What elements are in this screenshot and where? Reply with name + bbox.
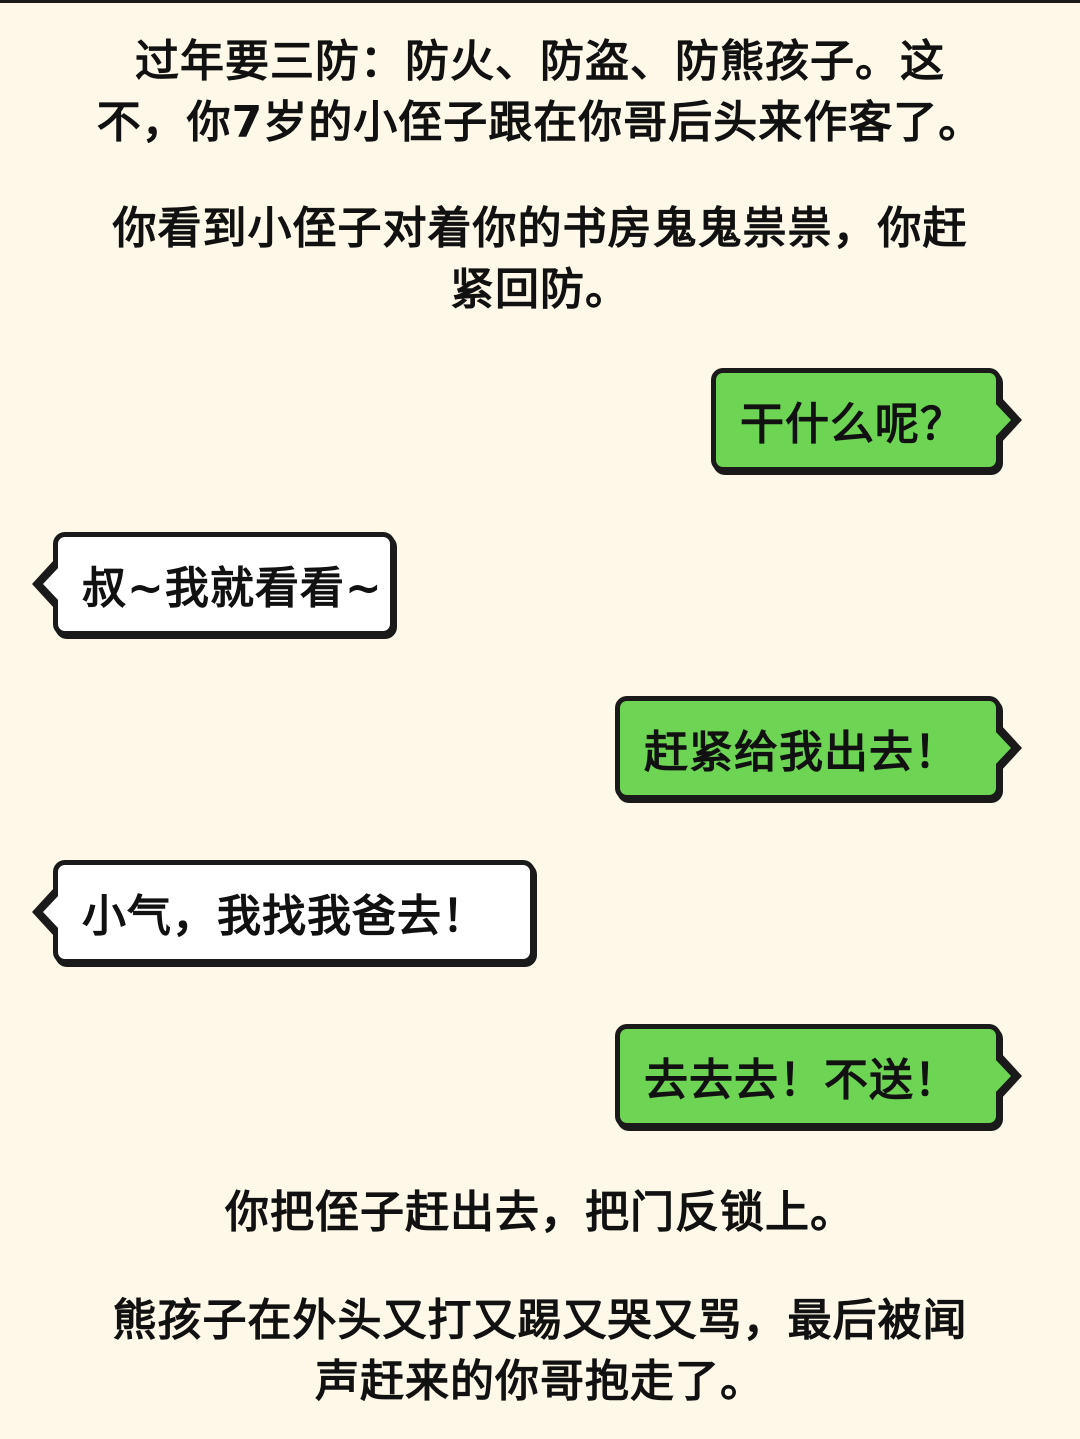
message-text: 叔~我就看看~ <box>82 563 383 614</box>
ending-line-1: 熊孩子在外头又打又踢又哭又骂，最后被闻 <box>112 1295 968 1346</box>
bubble-tail-right-icon <box>995 1052 1022 1100</box>
scene-line-2: 紧回防。 <box>450 264 630 315</box>
bubble-tail-left-icon <box>32 560 59 608</box>
bubble-tail-left-icon <box>32 888 59 936</box>
scene-narration: 你看到小侄子对着你的书房鬼鬼祟祟，你赶 紧回防。 <box>50 198 1030 320</box>
chat-bubble-other[interactable]: 叔~我就看看~ <box>32 532 395 636</box>
message-text: 赶紧给我出去！ <box>644 727 959 778</box>
chat-bubble-me[interactable]: 干什么呢？ <box>711 368 1022 472</box>
outcome-narration: 你把侄子赶出去，把门反锁上。 <box>50 1182 1030 1243</box>
chat-bubble-me[interactable]: 赶紧给我出去！ <box>615 696 1022 800</box>
intro-line-1: 过年要三防：防火、防盗、防熊孩子。这 <box>135 36 945 87</box>
ending-line-2: 声赶来的你哥抱走了。 <box>315 1356 765 1407</box>
bubble-tail-right-icon <box>995 396 1022 444</box>
message-text: 去去去！不送！ <box>644 1055 959 1106</box>
message-text: 干什么呢？ <box>740 399 965 450</box>
scene-line-1: 你看到小侄子对着你的书房鬼鬼祟祟，你赶 <box>112 203 968 254</box>
outcome-line: 你把侄子赶出去，把门反锁上。 <box>225 1187 855 1238</box>
intro-line-2: 不，你7岁的小侄子跟在你哥后头来作客了。 <box>96 97 984 148</box>
bubble-tail-right-icon <box>995 724 1022 772</box>
chat-bubble-me[interactable]: 去去去！不送！ <box>615 1024 1022 1128</box>
chat-bubble-other[interactable]: 小气，我找我爸去！ <box>32 860 535 964</box>
message-text: 小气，我找我爸去！ <box>82 891 487 942</box>
intro-narration: 过年要三防：防火、防盗、防熊孩子。这 不，你7岁的小侄子跟在你哥后头来作客了。 <box>50 31 1030 153</box>
ending-narration: 熊孩子在外头又打又踢又哭又骂，最后被闻 声赶来的你哥抱走了。 <box>50 1290 1030 1412</box>
top-border <box>0 0 1080 3</box>
